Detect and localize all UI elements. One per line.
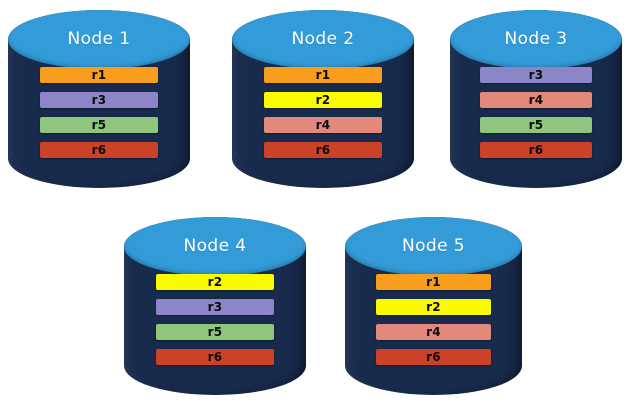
replica-label: r6 (91, 143, 107, 157)
replica-label: r6 (207, 350, 223, 364)
replica-bar-r6[interactable]: r6 (40, 142, 158, 158)
replica-label: r2 (426, 300, 441, 314)
replica-label: r6 (528, 143, 544, 157)
cylinder-top-ellipse (345, 217, 522, 276)
replica-label: r3 (91, 93, 107, 107)
replica-label: r4 (528, 93, 544, 107)
database-node-1[interactable]: Node 1 r1 r3 r5 r6 (8, 10, 190, 188)
replica-stack: r3 r4 r5 r6 (450, 67, 622, 158)
replica-stack: r2 r3 r5 r6 (124, 274, 306, 365)
replica-bar-r6[interactable]: r6 (156, 349, 274, 365)
replica-label: r4 (315, 118, 331, 132)
replica-bar-r2[interactable]: r2 (376, 299, 491, 315)
replica-label: r6 (426, 350, 441, 364)
database-node-5[interactable]: Node 5 r1 r2 r4 r6 (345, 217, 522, 395)
cylinder-top-ellipse (232, 10, 414, 69)
replica-bar-r5[interactable]: r5 (40, 117, 158, 133)
replica-label: r6 (315, 143, 331, 157)
replica-bar-r2[interactable]: r2 (264, 92, 382, 108)
cylinder-top-ellipse (450, 10, 622, 69)
node-label: Node 4 (183, 236, 247, 257)
replica-label: r1 (426, 275, 441, 289)
replica-bar-r3[interactable]: r3 (40, 92, 158, 108)
replica-bar-r6[interactable]: r6 (480, 142, 592, 158)
replica-bar-r4[interactable]: r4 (376, 324, 491, 340)
replica-label: r5 (91, 118, 107, 132)
replica-bar-r3[interactable]: r3 (156, 299, 274, 315)
replica-label: r5 (207, 325, 223, 339)
replica-stack: r1 r2 r4 r6 (345, 274, 522, 365)
database-node-3[interactable]: Node 3 r3 r4 r5 r6 (450, 10, 622, 188)
replica-bar-r4[interactable]: r4 (480, 92, 592, 108)
replica-bar-r6[interactable]: r6 (376, 349, 491, 365)
replica-bar-r1[interactable]: r1 (40, 67, 158, 83)
replica-label: r1 (315, 68, 331, 82)
replica-bar-r5[interactable]: r5 (156, 324, 274, 340)
replica-label: r4 (426, 325, 441, 339)
replica-bar-r1[interactable]: r1 (376, 274, 491, 290)
cylinder-top-ellipse (8, 10, 190, 69)
replica-label: r2 (207, 275, 223, 289)
replica-label: r2 (315, 93, 331, 107)
replica-label: r3 (528, 68, 544, 82)
database-node-2[interactable]: Node 2 r1 r2 r4 r6 (232, 10, 414, 188)
replica-bar-r3[interactable]: r3 (480, 67, 592, 83)
cylinder-top-ellipse (124, 217, 306, 276)
node-label: Node 2 (291, 29, 355, 50)
replica-label: r3 (207, 300, 223, 314)
replica-bar-r2[interactable]: r2 (156, 274, 274, 290)
node-label: Node 5 (402, 236, 465, 257)
replica-label: r1 (91, 68, 107, 82)
node-label: Node 3 (504, 29, 568, 50)
replica-bar-r5[interactable]: r5 (480, 117, 592, 133)
replica-bar-r4[interactable]: r4 (264, 117, 382, 133)
replica-label: r5 (528, 118, 544, 132)
database-node-4[interactable]: Node 4 r2 r3 r5 r6 (124, 217, 306, 395)
replica-stack: r1 r3 r5 r6 (8, 67, 190, 158)
replica-stack: r1 r2 r4 r6 (232, 67, 414, 158)
replica-bar-r1[interactable]: r1 (264, 67, 382, 83)
replica-bar-r6[interactable]: r6 (264, 142, 382, 158)
node-label: Node 1 (67, 29, 131, 50)
